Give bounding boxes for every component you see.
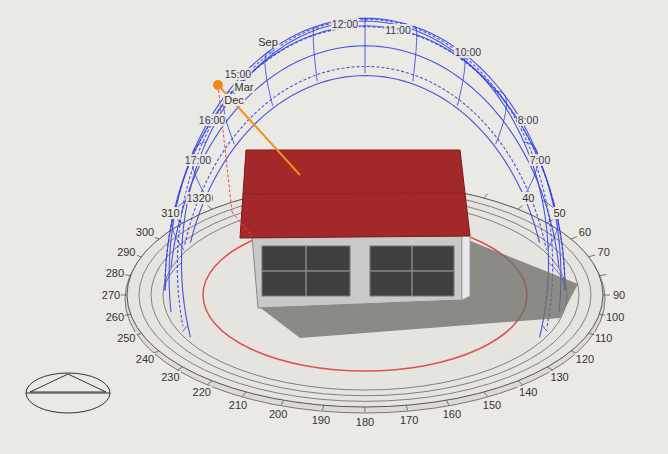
day-path [185, 66, 546, 245]
azimuth-label: 210 [228, 399, 248, 411]
house-roof [240, 150, 470, 238]
azimuth-tick [406, 405, 407, 410]
hour-line [313, 27, 317, 82]
hour-line [165, 263, 181, 291]
azimuth-label: 260 [105, 311, 125, 323]
azimuth-tick [281, 400, 283, 405]
azimuth-label: 200 [268, 408, 288, 420]
hour-line [183, 325, 188, 331]
house-wall-side [462, 234, 470, 300]
azimuth-tick [571, 237, 577, 240]
azimuth-tick [589, 255, 596, 257]
azimuth-label: 70 [597, 246, 611, 258]
day-path [190, 76, 539, 243]
compass-arrow [26, 374, 110, 393]
hour-label: 10:00 [454, 46, 482, 58]
azimuth-label: 160 [442, 408, 462, 420]
azimuth-tick [322, 405, 323, 410]
hour-line [457, 52, 465, 106]
hour-line [265, 52, 273, 106]
window-bar [262, 270, 350, 272]
window [262, 246, 350, 296]
sun-marker [213, 80, 223, 90]
azimuth-label: 180 [355, 416, 375, 428]
hour-line [192, 142, 206, 195]
azimuth-label: 140 [518, 386, 538, 398]
hour-label: 15:00 [224, 68, 252, 80]
azimuth-tick [599, 274, 606, 276]
azimuth-label: 280 [105, 267, 125, 279]
azimuth-tick [518, 381, 522, 385]
window-bar [370, 270, 454, 272]
hour-line [524, 142, 538, 195]
month-label: Dec [223, 94, 245, 106]
azimuth-label: 100 [605, 311, 625, 323]
hour-line [365, 18, 366, 73]
house-wall [252, 236, 462, 308]
compass-ellipse [26, 373, 110, 413]
azimuth-tick [603, 295, 610, 296]
azimuth-label: 130 [549, 371, 569, 383]
azimuth-tick [446, 400, 448, 405]
azimuth-label: 320 [192, 192, 212, 204]
azimuth-label: 120 [575, 353, 595, 365]
azimuth-label: 270 [101, 289, 121, 301]
azimuth-label: 170 [399, 414, 419, 426]
hour-label: 11:00 [384, 24, 412, 36]
azimuth-label: 50 [552, 207, 566, 219]
azimuth-label: 90 [612, 289, 626, 301]
azimuth-label: 40 [521, 192, 535, 204]
azimuth-label: 250 [116, 332, 136, 344]
hour-label: 12:00 [331, 18, 359, 30]
azimuth-label: 150 [482, 399, 502, 411]
azimuth-tick [518, 205, 522, 209]
azimuth-label: 290 [116, 246, 136, 258]
azimuth-label: 190 [311, 414, 331, 426]
azimuth-label: 220 [192, 386, 212, 398]
hour-line [495, 92, 507, 145]
azimuth-tick [208, 205, 212, 209]
hour-line [542, 325, 547, 331]
window [370, 246, 454, 296]
azimuth-label: 310 [160, 207, 180, 219]
sun-ground-line [232, 212, 252, 236]
azimuth-tick [365, 407, 366, 412]
azimuth-tick [243, 392, 247, 396]
hour-line [412, 27, 416, 82]
hour-label: 7:00 [529, 154, 551, 166]
azimuth-tick [208, 381, 212, 385]
month-label: Sep [257, 36, 279, 48]
azimuth-label: 110 [594, 332, 614, 344]
hour-label: 16:00 [198, 114, 226, 126]
azimuth-label: 300 [135, 226, 155, 238]
day-path [171, 46, 559, 268]
roof-ridge [243, 193, 465, 194]
month-label: Mar [234, 81, 255, 93]
azimuth-tick [484, 392, 488, 396]
azimuth-label: 230 [160, 371, 180, 383]
azimuth-tick [484, 194, 488, 198]
sun-ray [218, 85, 300, 175]
azimuth-label: 240 [135, 353, 155, 365]
azimuth-label: 60 [578, 226, 592, 238]
hour-label: 8:00 [517, 114, 539, 126]
hour-label: 17:00 [184, 154, 212, 166]
house-shadow [258, 236, 578, 338]
